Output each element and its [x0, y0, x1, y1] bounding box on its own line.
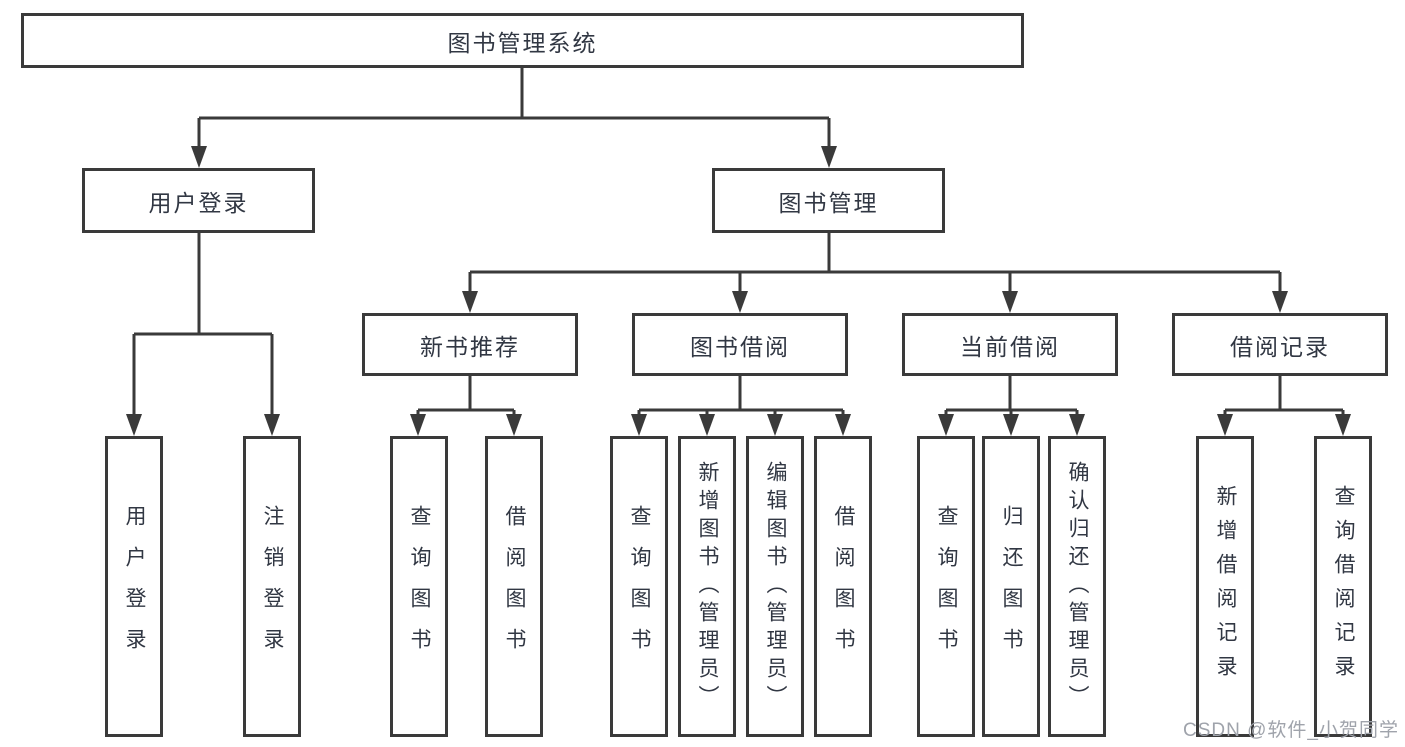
node-user-login: 用户登录	[105, 436, 163, 737]
node-label: 新增图书（管理员）	[696, 460, 719, 713]
csdn-watermark: CSDN @软件_小贺同学	[1183, 720, 1399, 741]
node-query-books-recommend: 查询图书	[390, 436, 448, 737]
node-query-books-current: 查询图书	[917, 436, 975, 737]
tree-edges	[132, 68, 1345, 418]
node-label: 图书借阅	[690, 333, 790, 360]
node-add-borrow-record: 新增借阅记录	[1196, 436, 1254, 737]
node-current-borrowing: 当前借阅	[902, 313, 1118, 376]
node-new-book-recommend: 新书推荐	[362, 313, 578, 376]
node-query-borrow-record: 查询借阅记录	[1314, 436, 1372, 737]
node-label: 编辑图书（管理员）	[764, 460, 787, 713]
node-label: 借阅图书	[832, 504, 855, 669]
node-label: 新书推荐	[420, 333, 520, 360]
node-user-login-module: 用户登录	[82, 168, 315, 233]
node-borrowing-records: 借阅记录	[1172, 313, 1388, 376]
node-query-books-borrowing: 查询图书	[610, 436, 668, 737]
node-label: 图书管理	[778, 189, 879, 216]
node-label: 归还图书	[1000, 504, 1023, 669]
node-book-borrowing: 图书借阅	[632, 313, 848, 376]
node-label: 当前借阅	[960, 333, 1060, 360]
node-label: 查询图书	[628, 504, 651, 669]
node-label: 用户登录	[148, 189, 249, 216]
node-label: 查询图书	[408, 504, 431, 669]
node-borrow-books: 借阅图书	[814, 436, 872, 737]
node-label: 注销登录	[261, 504, 284, 669]
node-logout: 注销登录	[243, 436, 301, 737]
node-library-management-system: 图书管理系统	[21, 13, 1024, 68]
node-label: 确认归还（管理员）	[1066, 460, 1089, 713]
node-return-books: 归还图书	[982, 436, 1040, 737]
node-edit-books-admin: 编辑图书（管理员）	[746, 436, 804, 737]
node-label: 查询借阅记录	[1332, 484, 1355, 689]
node-label: 图书管理系统	[447, 29, 598, 56]
node-label: 新增借阅记录	[1214, 484, 1237, 689]
node-label: 用户登录	[123, 504, 146, 669]
node-borrow-books-recommend: 借阅图书	[485, 436, 543, 737]
node-add-books-admin: 新增图书（管理员）	[678, 436, 736, 737]
node-confirm-return-admin: 确认归还（管理员）	[1048, 436, 1106, 737]
node-label: 借阅记录	[1230, 333, 1330, 360]
node-book-management-module: 图书管理	[712, 168, 945, 233]
node-label: 借阅图书	[503, 504, 526, 669]
arrowheads	[126, 146, 1351, 436]
node-label: 查询图书	[935, 504, 958, 669]
